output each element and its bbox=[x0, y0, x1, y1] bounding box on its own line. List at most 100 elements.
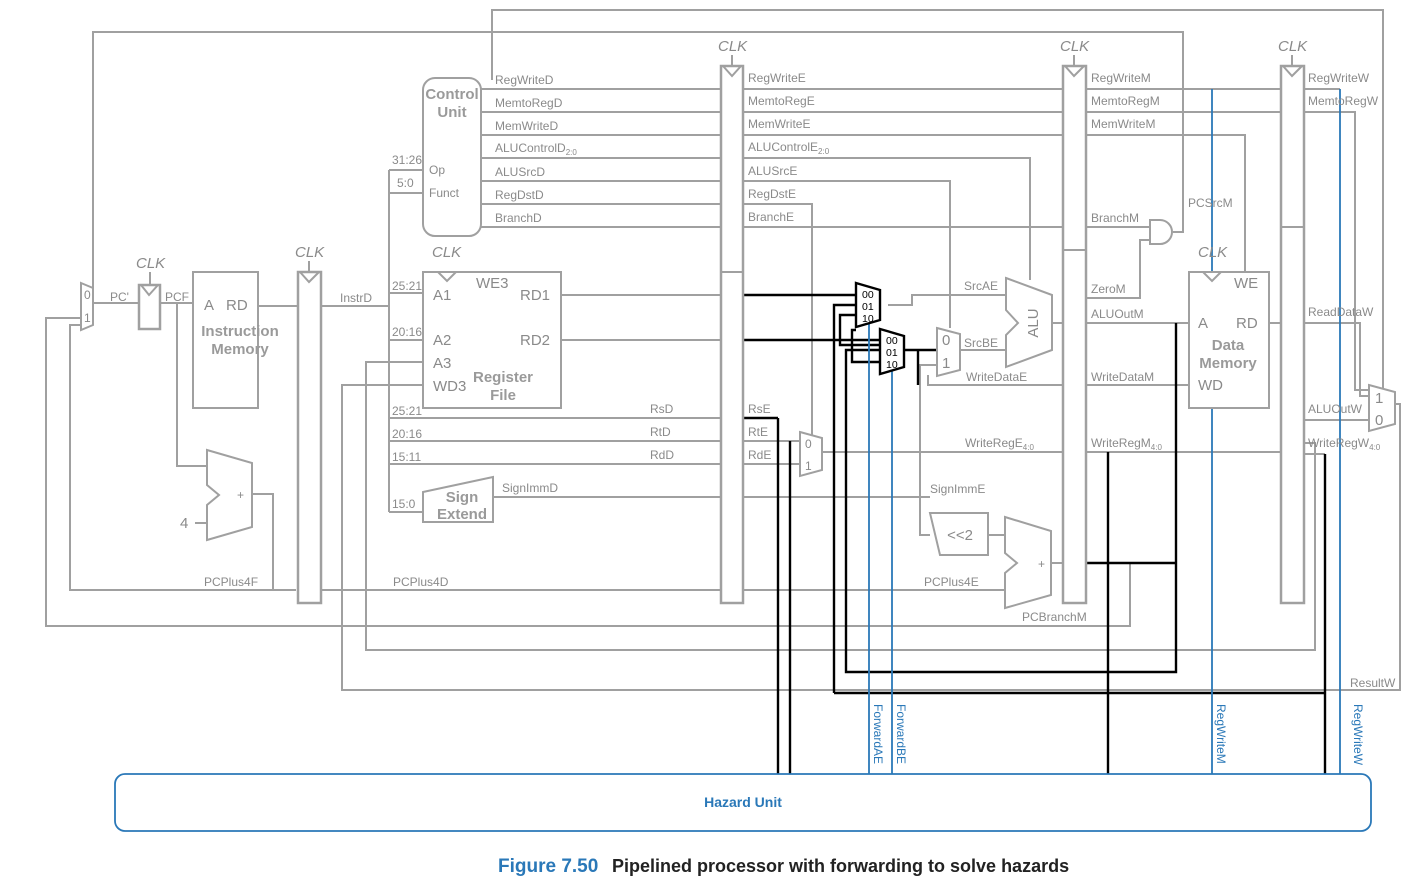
svg-text:1: 1 bbox=[805, 459, 812, 473]
svg-text:RegWriteE: RegWriteE bbox=[748, 71, 806, 85]
pc-mux: 0 1 bbox=[80, 281, 94, 332]
svg-text:RegWriteW: RegWriteW bbox=[1351, 704, 1365, 766]
if-id-register bbox=[296, 270, 323, 605]
svg-text:WriteRegM4:0: WriteRegM4:0 bbox=[1091, 436, 1162, 452]
svg-text:Funct: Funct bbox=[429, 186, 460, 200]
register-file: WE3 A1 RD1 A2 RD2 A3 WD3 Register File bbox=[422, 271, 562, 409]
svg-text:+: + bbox=[237, 488, 244, 502]
instruction-memory: A RD Instruction Memory bbox=[192, 271, 279, 409]
clk-label-datamem: CLK bbox=[1198, 244, 1228, 261]
svg-text:MemtoRegW: MemtoRegW bbox=[1308, 94, 1379, 108]
svg-text:Hazard Unit: Hazard Unit bbox=[704, 794, 782, 810]
svg-text:WriteRegW4:0: WriteRegW4:0 bbox=[1308, 436, 1381, 452]
svg-text:Instruction: Instruction bbox=[201, 323, 279, 340]
svg-text:ZeroM: ZeroM bbox=[1091, 282, 1126, 296]
svg-text:File: File bbox=[490, 387, 516, 404]
svg-text:RdE: RdE bbox=[748, 448, 771, 462]
svg-text:BranchD: BranchD bbox=[495, 211, 542, 225]
svg-text:Extend: Extend bbox=[437, 506, 487, 523]
svg-text:ReadDataW: ReadDataW bbox=[1308, 305, 1374, 319]
hazard-control-wires bbox=[868, 89, 1341, 774]
alu: ALU bbox=[1005, 276, 1053, 369]
svg-text:A2: A2 bbox=[433, 332, 451, 349]
alusrc-mux: 0 1 bbox=[936, 326, 961, 378]
figure-caption: Figure 7.50 Pipelined processor with for… bbox=[498, 856, 1069, 877]
ex-mem-register bbox=[1061, 64, 1088, 605]
svg-text:SignImmD: SignImmD bbox=[502, 481, 558, 495]
svg-text:0: 0 bbox=[1375, 412, 1383, 429]
svg-text:ALUSrcD: ALUSrcD bbox=[495, 165, 545, 179]
svg-text:10: 10 bbox=[862, 313, 874, 325]
hazard-unit: Hazard Unit bbox=[114, 773, 1372, 832]
svg-text:RegWriteM: RegWriteM bbox=[1214, 704, 1228, 764]
svg-text:PCPlus4F: PCPlus4F bbox=[204, 575, 258, 589]
svg-text:InstrD: InstrD bbox=[340, 291, 372, 305]
svg-text:PCBranchM: PCBranchM bbox=[1022, 610, 1087, 624]
pc-adder: + bbox=[206, 448, 253, 542]
svg-text:PCSrcM: PCSrcM bbox=[1188, 196, 1233, 210]
svg-text:WE3: WE3 bbox=[476, 275, 509, 292]
svg-text:MemWriteD: MemWriteD bbox=[495, 119, 558, 133]
svg-text:Memory: Memory bbox=[211, 341, 269, 358]
svg-text:25:21: 25:21 bbox=[392, 279, 422, 293]
svg-text:RD: RD bbox=[226, 297, 248, 314]
svg-text:RegWriteM: RegWriteM bbox=[1091, 71, 1151, 85]
svg-text:WriteRegE4:0: WriteRegE4:0 bbox=[965, 436, 1034, 452]
svg-text:WD3: WD3 bbox=[433, 378, 466, 395]
svg-text:PC': PC' bbox=[110, 290, 129, 304]
clk-label-ex-mem: CLK bbox=[1060, 38, 1090, 55]
const-four: 4 bbox=[180, 515, 188, 532]
svg-text:01: 01 bbox=[862, 301, 874, 313]
forwarding-wires bbox=[743, 293, 1327, 774]
svg-text:SrcBE: SrcBE bbox=[964, 336, 998, 350]
svg-text:RsD: RsD bbox=[650, 402, 674, 416]
pipeline-registers bbox=[137, 64, 1306, 605]
id-ex-register bbox=[719, 64, 745, 605]
mem-wb-register bbox=[1279, 64, 1306, 605]
svg-text:WD: WD bbox=[1198, 377, 1223, 394]
svg-text:RtE: RtE bbox=[748, 425, 768, 439]
svg-text:RD2: RD2 bbox=[520, 332, 550, 349]
svg-text:01: 01 bbox=[886, 347, 898, 359]
svg-text:RtD: RtD bbox=[650, 425, 671, 439]
svg-text:ALUControlD2:0: ALUControlD2:0 bbox=[495, 141, 577, 157]
svg-text:ALUSrcE: ALUSrcE bbox=[748, 164, 797, 178]
svg-text:1: 1 bbox=[1375, 390, 1383, 407]
svg-text:RegDstE: RegDstE bbox=[748, 187, 796, 201]
svg-text:00: 00 bbox=[862, 289, 874, 301]
clk-label-id-ex: CLK bbox=[718, 38, 748, 55]
forward-b-mux: 00 01 10 bbox=[878, 327, 906, 376]
svg-text:MemWriteE: MemWriteE bbox=[748, 117, 810, 131]
svg-text:A3: A3 bbox=[433, 355, 451, 372]
svg-text:15:11: 15:11 bbox=[392, 450, 421, 464]
svg-text:10: 10 bbox=[886, 359, 898, 371]
clk-label-regfile: CLK bbox=[432, 244, 462, 261]
svg-text:Control: Control bbox=[425, 86, 478, 103]
svg-text:31:26: 31:26 bbox=[392, 153, 422, 167]
svg-text:RegWriteW: RegWriteW bbox=[1308, 71, 1370, 85]
svg-text:1: 1 bbox=[942, 355, 950, 372]
svg-text:RdD: RdD bbox=[650, 448, 674, 462]
svg-text:MemWriteM: MemWriteM bbox=[1091, 117, 1155, 131]
figure-number: Figure 7.50 bbox=[498, 856, 598, 877]
svg-text:20:16: 20:16 bbox=[392, 325, 422, 339]
svg-text:Unit: Unit bbox=[437, 104, 466, 121]
svg-text:ForwardAE: ForwardAE bbox=[871, 704, 885, 764]
sign-extend: Sign Extend bbox=[422, 475, 494, 523]
control-unit: Control Unit Op Funct bbox=[422, 77, 482, 237]
svg-text:BranchM: BranchM bbox=[1091, 211, 1139, 225]
svg-text:RD1: RD1 bbox=[520, 287, 550, 304]
forward-a-mux: 00 01 10 bbox=[854, 281, 882, 329]
svg-text:Register: Register bbox=[473, 369, 533, 386]
svg-text:SrcAE: SrcAE bbox=[964, 279, 998, 293]
svg-text:PCPlus4E: PCPlus4E bbox=[924, 575, 979, 589]
svg-text:Sign: Sign bbox=[446, 489, 479, 506]
svg-text:Data: Data bbox=[1212, 337, 1245, 354]
svg-text:A1: A1 bbox=[433, 287, 451, 304]
svg-text:RD: RD bbox=[1236, 315, 1258, 332]
signal-labels: PC' PCF InstrD PCPlus4F PCPlus4D PCPlus4… bbox=[110, 71, 1396, 690]
svg-text:SignImmE: SignImmE bbox=[930, 482, 985, 496]
svg-text:A: A bbox=[204, 297, 214, 314]
svg-text:ALU: ALU bbox=[1025, 308, 1042, 337]
